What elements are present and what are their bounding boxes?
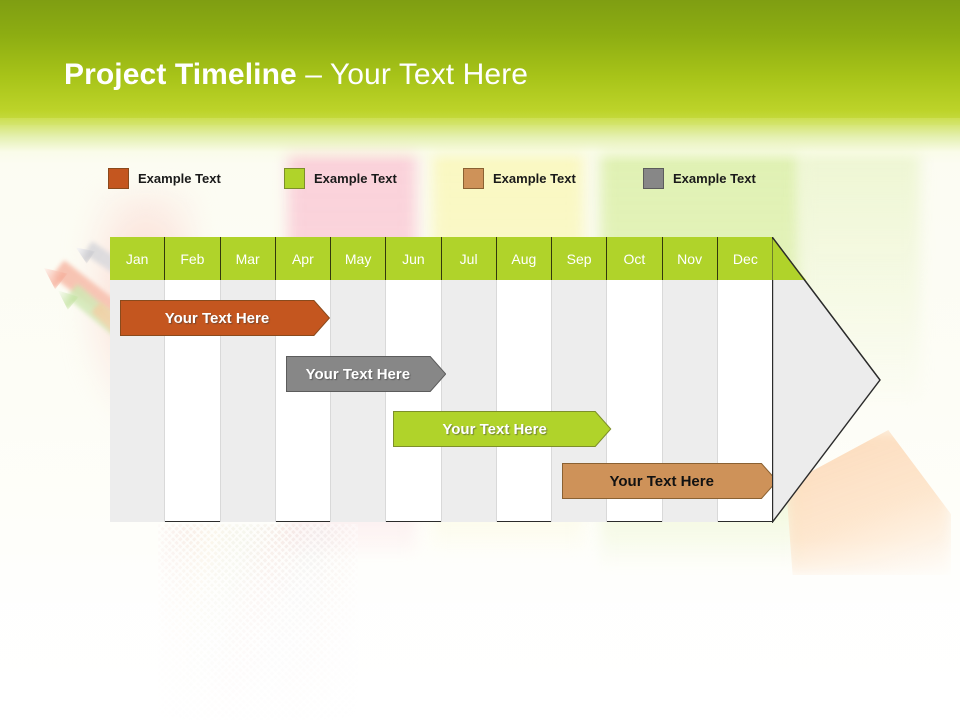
page-title-rest: – Your Text Here xyxy=(296,58,529,91)
column-divider xyxy=(274,280,276,522)
page-title-bold: Project Timeline xyxy=(64,58,297,91)
column-divider xyxy=(219,280,221,522)
legend-swatch-orange xyxy=(108,168,129,189)
task-bar-1[interactable]: Your Text Here xyxy=(120,300,330,336)
month-column-aug: Aug xyxy=(496,237,552,522)
task-bar-shape xyxy=(393,411,612,447)
column-divider xyxy=(440,280,442,522)
month-column-jun: Jun xyxy=(386,237,442,522)
timeline-arrow-head xyxy=(772,237,882,523)
column-divider xyxy=(385,280,387,522)
month-column-apr: Apr xyxy=(275,237,331,522)
legend-swatch-green xyxy=(284,168,305,189)
month-header-jan[interactable]: Jan xyxy=(110,237,166,280)
task-bar-4[interactable]: Your Text Here xyxy=(562,463,778,499)
month-column-jul: Jul xyxy=(441,237,497,522)
month-column-mar: Mar xyxy=(220,237,276,522)
column-divider xyxy=(330,280,331,522)
legend-item-1[interactable]: Example Text xyxy=(108,168,221,189)
legend-item-label: Example Text xyxy=(138,171,221,186)
legend-item-label: Example Text xyxy=(493,171,576,186)
task-bar-2[interactable]: Your Text Here xyxy=(285,356,446,392)
legend-item-3[interactable]: Example Text xyxy=(463,168,576,189)
legend-swatch-gray xyxy=(643,168,664,189)
month-header-apr[interactable]: Apr xyxy=(275,237,331,280)
legend: Example Text Example Text Example Text Exam… xyxy=(108,168,848,194)
column-divider xyxy=(164,280,166,522)
month-column-dec: Dec xyxy=(717,237,773,522)
task-bar-label: Your Text Here xyxy=(609,472,714,490)
task-bar-shape xyxy=(120,300,330,336)
legend-swatch-tan xyxy=(463,168,484,189)
month-header-aug[interactable]: Aug xyxy=(496,237,552,280)
month-header-nov[interactable]: Nov xyxy=(662,237,718,280)
task-bar-label: Your Text Here xyxy=(164,309,270,327)
month-header-feb[interactable]: Feb xyxy=(165,237,221,280)
title-band xyxy=(0,0,960,125)
legend-item-label: Example Text xyxy=(314,171,397,186)
month-header-dec[interactable]: Dec xyxy=(717,237,773,280)
title-band-fade xyxy=(0,118,960,164)
month-column-jan: Jan xyxy=(110,237,166,522)
legend-item-label: Example Text xyxy=(673,171,756,186)
month-column-feb: Feb xyxy=(165,237,221,522)
timeline-arrow-head-svg xyxy=(772,237,881,523)
month-header-mar[interactable]: Mar xyxy=(220,237,276,280)
column-divider xyxy=(495,280,497,522)
task-bar-label: Your Text Here xyxy=(305,365,411,383)
column-divider xyxy=(551,280,552,522)
task-bar-shape xyxy=(562,463,778,499)
month-header-may[interactable]: May xyxy=(331,237,387,280)
legend-item-4[interactable]: Example Text xyxy=(643,168,756,189)
background-bottom-haze xyxy=(0,540,960,720)
column-divider xyxy=(716,280,718,522)
month-column-oct: Oct xyxy=(607,237,663,522)
column-divider xyxy=(661,280,663,522)
page-title: Project Timeline – Your Text Here xyxy=(64,58,528,92)
month-header-oct[interactable]: Oct xyxy=(607,237,663,280)
month-header-sep[interactable]: Sep xyxy=(552,237,608,280)
legend-item-2[interactable]: Example Text xyxy=(284,168,397,189)
month-header-jul[interactable]: Jul xyxy=(441,237,497,280)
column-divider xyxy=(606,280,608,522)
month-header-jun[interactable]: Jun xyxy=(386,237,442,280)
task-bar-3[interactable]: Your Text Here xyxy=(393,411,612,447)
task-bar-label: Your Text Here xyxy=(442,420,547,438)
task-bar-shape xyxy=(285,356,446,392)
